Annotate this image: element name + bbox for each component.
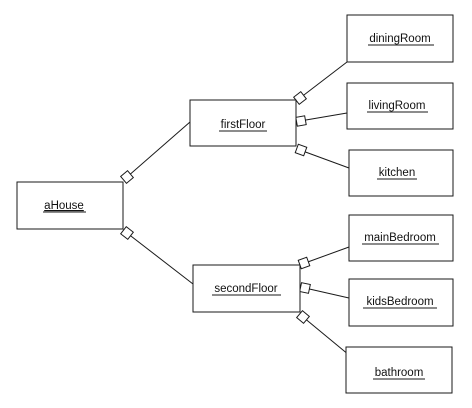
node-mainbedroom[interactable]: mainBedroom: [348, 214, 454, 262]
aggregation-diamond-firstfloor-kitchen: [294, 143, 308, 157]
node-kitchen[interactable]: kitchen: [348, 149, 454, 197]
aggregation-diamond-secondfloor-kidsbedroom: [299, 282, 311, 294]
node-label-bathroom: bathroom: [375, 367, 424, 379]
link-secondfloor-kidsbedroom: [304, 287, 350, 299]
aggregation-diamond-secondfloor-bathroom: [295, 309, 311, 325]
node-kidsbedroom[interactable]: kidsBedroom: [348, 278, 454, 327]
link-ahouse-firstfloor: [126, 121, 191, 178]
node-diningroom[interactable]: diningRoom: [346, 14, 454, 63]
link-firstfloor-diningroom: [299, 61, 348, 99]
node-label-diningroom: diningRoom: [369, 33, 430, 45]
link-ahouse-secondfloor: [126, 232, 194, 285]
node-bathroom[interactable]: bathroom: [345, 346, 453, 394]
node-label-ahouse: aHouse: [44, 200, 84, 212]
aggregation-diamond-firstfloor-livingroom: [295, 115, 307, 127]
link-firstfloor-kitchen: [299, 149, 350, 169]
node-label-livingroom: livingRoom: [369, 100, 426, 112]
link-firstfloor-livingroom: [299, 112, 348, 122]
aggregation-markers: [119, 90, 311, 325]
node-ahouse[interactable]: aHouse: [16, 181, 124, 230]
node-label-kidsbedroom: kidsBedroom: [366, 296, 433, 308]
node-firstfloor[interactable]: firstFloor: [189, 99, 297, 147]
connectors: [126, 61, 350, 356]
node-label-secondfloor: secondFloor: [214, 283, 277, 295]
node-label-kitchen: kitchen: [379, 167, 415, 179]
link-secondfloor-bathroom: [302, 316, 350, 356]
node-label-mainbedroom: mainBedroom: [364, 232, 436, 244]
node-livingroom[interactable]: livingRoom: [346, 82, 454, 130]
aggregation-diamond-ahouse-secondfloor: [119, 225, 135, 241]
node-label-firstfloor: firstFloor: [221, 119, 266, 131]
node-secondfloor[interactable]: secondFloor: [192, 264, 301, 313]
aggregation-diamond-ahouse-firstfloor: [119, 169, 135, 185]
link-secondfloor-mainbedroom: [304, 246, 350, 264]
